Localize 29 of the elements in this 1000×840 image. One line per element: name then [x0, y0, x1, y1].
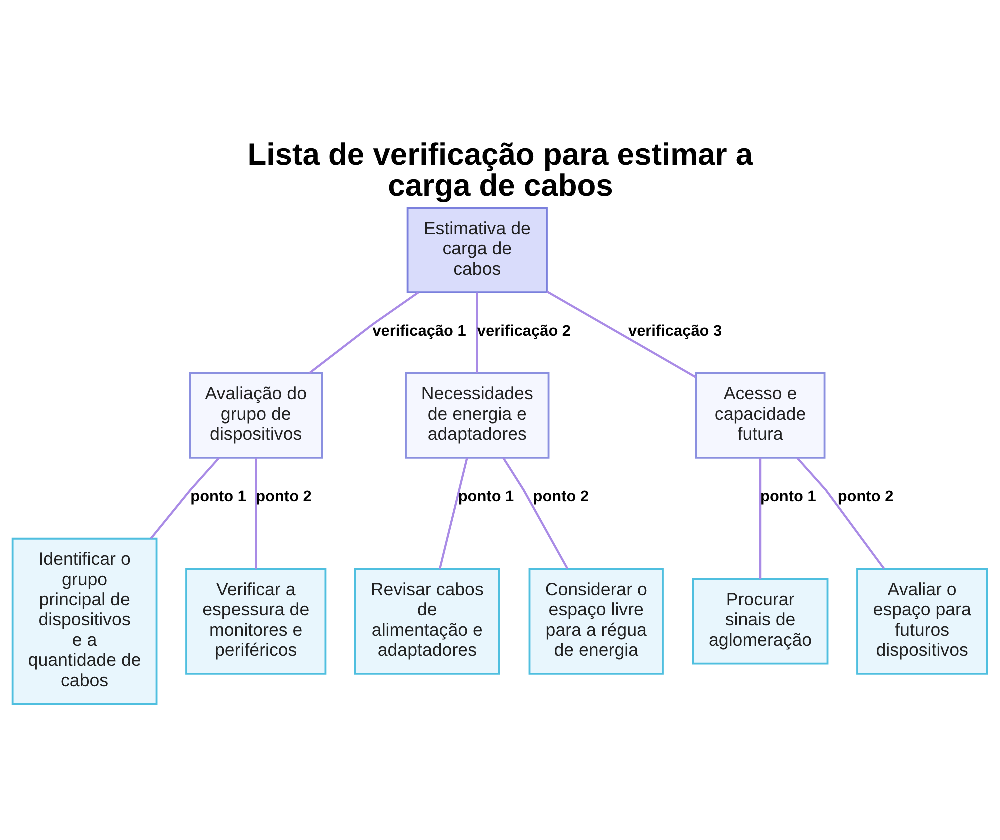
node-box: Considerar o espaço livre para a régua de energia [528, 568, 664, 674]
node-box: Avaliar o espaço para futuros dispositivos [856, 568, 988, 674]
edge-label: ponto 1 [190, 488, 246, 505]
edge-label: ponto 2 [256, 488, 312, 505]
edge-label: ponto 2 [533, 488, 590, 505]
diagram-title: Lista de verificação para estimar a carga de cabos [248, 136, 754, 203]
edge-label: ponto 1 [458, 488, 514, 505]
node-box: Procurar sinais de aglomeração [692, 578, 829, 664]
edge-label: verificação 1 [372, 322, 466, 340]
connector [476, 292, 478, 373]
node-box: Avaliação do grupo de dispositivos [189, 372, 324, 458]
node-box: Verificar a espessura de monitores e periféricos [186, 568, 327, 674]
connector [255, 458, 258, 569]
edge-label: ponto 1 [760, 488, 816, 505]
edge-label: verificação 2 [477, 322, 572, 340]
connector [438, 457, 468, 569]
connector [796, 457, 886, 570]
node-box: Estimativa de carga de cabos [406, 206, 548, 294]
node-box: Revisar cabos de alimentação e adaptadores [354, 568, 500, 674]
connector [308, 291, 420, 374]
connector [502, 457, 569, 569]
node-box: Identificar o grupo principal de dispositivos e a quantidade de cabos [12, 537, 158, 705]
node-box: Acesso e capacidade futura [695, 372, 826, 458]
edge-label: ponto 2 [838, 488, 894, 505]
connector [759, 458, 762, 579]
edge-label: verificação 3 [628, 322, 722, 340]
node-box: Necessidades de energia e adaptadores [405, 372, 550, 458]
connector [546, 290, 697, 378]
connector [150, 457, 220, 539]
